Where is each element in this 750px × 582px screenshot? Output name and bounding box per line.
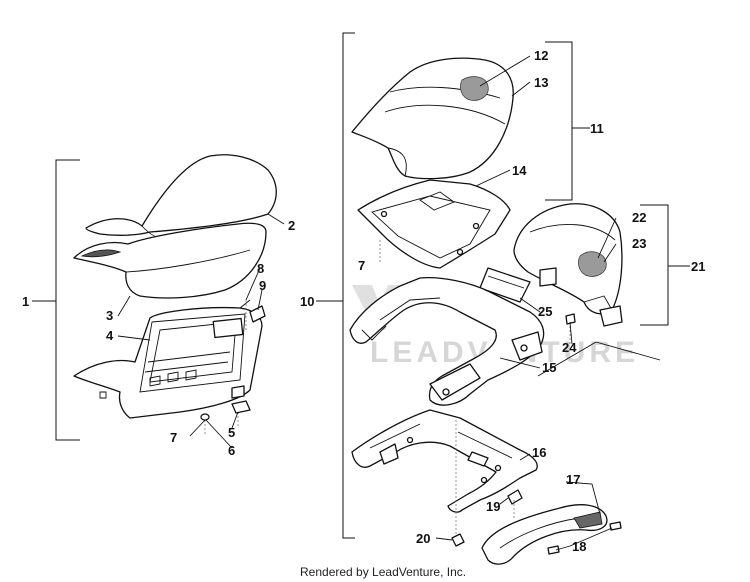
callout-8: 8 xyxy=(257,261,264,276)
clip-part-5 xyxy=(231,400,251,414)
callout-16: 16 xyxy=(532,445,546,460)
bracket-group-11 xyxy=(545,41,573,201)
nut-part-20 xyxy=(451,533,465,547)
callout-5: 5 xyxy=(228,425,235,440)
callout-13: 13 xyxy=(534,75,548,90)
callout-6: 6 xyxy=(228,443,235,458)
callout-3: 3 xyxy=(106,308,113,323)
callout-25: 25 xyxy=(538,304,552,319)
pad-part-25 xyxy=(479,267,531,303)
bracket-group-21 xyxy=(640,204,669,326)
grab-handle xyxy=(481,504,622,565)
callout-2: 2 xyxy=(288,218,295,233)
callout-19: 19 xyxy=(486,499,500,514)
bolt-part-19 xyxy=(507,489,523,505)
callout-14: 14 xyxy=(512,163,527,178)
screw-part-8 xyxy=(239,299,251,309)
callout-1: 1 xyxy=(22,294,29,309)
callout-24: 24 xyxy=(562,340,577,355)
seat-frame xyxy=(349,276,545,406)
callout-7-left: 7 xyxy=(170,430,177,445)
bracket-part-9 xyxy=(249,305,266,323)
bracket-group-1 xyxy=(55,159,80,441)
callout-12: 12 xyxy=(534,48,548,63)
footer-credit: Rendered by LeadVenture, Inc. xyxy=(300,565,466,579)
bracket-group-10 xyxy=(342,32,355,539)
callout-23: 23 xyxy=(632,236,646,251)
nut-part-6 xyxy=(200,413,210,421)
assembly-line xyxy=(537,341,661,377)
callout-9: 9 xyxy=(259,278,266,293)
passenger-seat-cover xyxy=(351,57,514,180)
callout-7-right: 7 xyxy=(358,258,365,273)
callout-11: 11 xyxy=(590,121,604,136)
callout-labels: 1 2 3 4 5 6 7 7 8 9 10 11 12 13 14 15 16… xyxy=(22,48,705,554)
callout-4: 4 xyxy=(106,328,114,343)
leader-lines xyxy=(32,55,690,551)
backrest xyxy=(513,203,623,327)
seat-foam xyxy=(73,222,267,299)
callout-15: 15 xyxy=(542,360,556,375)
callout-20: 20 xyxy=(416,531,430,546)
seat-base xyxy=(73,306,263,419)
mount-bracket xyxy=(351,409,538,513)
bolt-part-24 xyxy=(565,313,576,325)
small-hardware-right xyxy=(451,313,661,547)
callout-21: 21 xyxy=(691,259,705,274)
callout-10: 10 xyxy=(300,294,314,309)
callout-18: 18 xyxy=(572,539,586,554)
support-plate xyxy=(357,179,511,269)
callout-17: 17 xyxy=(566,472,580,487)
callout-22: 22 xyxy=(632,210,646,225)
